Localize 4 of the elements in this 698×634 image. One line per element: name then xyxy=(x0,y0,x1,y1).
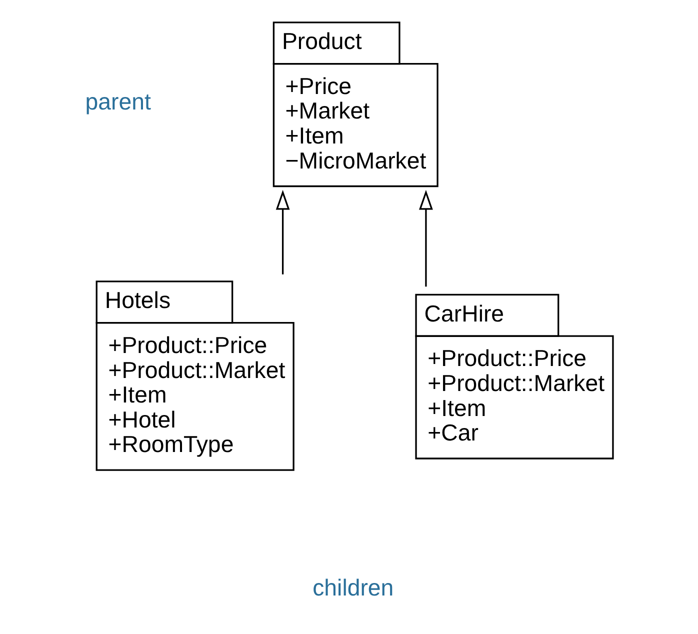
arrow xyxy=(276,190,290,274)
arrow xyxy=(419,190,433,287)
label: children xyxy=(312,574,394,600)
label: parent xyxy=(85,88,151,115)
